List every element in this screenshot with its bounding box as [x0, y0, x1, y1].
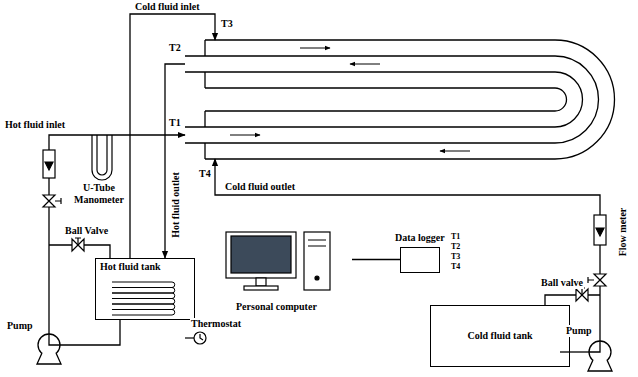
- hot-fluid-tank: Hot fluid tank: [95, 258, 195, 320]
- u-tube-manometer: [92, 135, 112, 180]
- ball-valve: [588, 277, 594, 283]
- flow-label: Cold fluid inlet: [134, 1, 200, 13]
- heat-exchanger: [185, 56, 599, 143]
- u-tube-manometer: [92, 135, 112, 180]
- heat-exchanger: [204, 40, 205, 159]
- ball-valve: [43, 195, 55, 207]
- pump-symbol: [49, 334, 60, 345]
- part-label: Thermostat: [190, 318, 242, 330]
- flow-arrow: [230, 135, 260, 136]
- computer-symbol: [304, 232, 330, 290]
- heat-exchanger: [205, 88, 567, 111]
- pump-symbol: [37, 353, 61, 364]
- sensor-label: T4: [198, 168, 212, 180]
- cold-fluid-tank: Cold fluid tank: [430, 305, 570, 367]
- pump-symbol: [588, 360, 612, 371]
- heater-coil: [112, 304, 175, 310]
- part-label: Pump: [565, 325, 593, 337]
- node-label: Cold fluid tank: [431, 328, 569, 344]
- sensor-label: T3: [220, 18, 234, 30]
- channel-label: T2: [450, 242, 461, 251]
- computer-symbol: [256, 278, 266, 286]
- part-label: Flow meter: [617, 207, 629, 258]
- part-label: U-Tube Manometer: [70, 182, 128, 205]
- flow-label: Hot fluid inlet: [4, 119, 66, 131]
- pipe: [215, 159, 600, 341]
- pipe: [560, 351, 589, 352]
- flow-meter: [596, 228, 604, 236]
- flow-arrow: [350, 64, 380, 65]
- flow-label: Hot fluid outlet: [170, 171, 182, 239]
- flow-meter: [594, 215, 606, 245]
- node-label: Data logger: [395, 232, 455, 244]
- pipe: [130, 14, 215, 258]
- heat-exchanger: [185, 72, 583, 127]
- pipe: [49, 135, 185, 334]
- heater-coil: [112, 288, 175, 294]
- thermostat-symbol: [185, 332, 206, 344]
- ball-valve: [75, 238, 81, 245]
- flow-arrow: [440, 151, 470, 152]
- node-label: Hot fluid tank: [96, 259, 194, 275]
- ball-valve: [43, 195, 606, 301]
- sensor-label: T1: [168, 117, 182, 129]
- heater-coil: [112, 282, 175, 315]
- node-label: Personal computer: [236, 301, 317, 313]
- flow-meter: [45, 162, 53, 170]
- personal-computer: Personal computer: [222, 228, 352, 312]
- part-label: Ball Valve: [64, 225, 109, 237]
- flow-arrow: [230, 48, 470, 151]
- pipe: [545, 295, 600, 305]
- sensor-label: T2: [168, 42, 182, 54]
- part-label: Ball valve: [540, 277, 584, 289]
- data-logger: Data logger: [395, 232, 455, 276]
- heater-coil: [112, 293, 175, 299]
- computer-symbol: [226, 232, 330, 290]
- heater-coil: [112, 310, 175, 316]
- ball-valve: [55, 198, 61, 204]
- heater-coil: [112, 299, 175, 305]
- flow-meter: [43, 150, 55, 178]
- channel-label: T3: [450, 252, 461, 261]
- computer-symbol: [231, 236, 291, 273]
- computer-symbol: [308, 240, 326, 246]
- ball-valve: [72, 239, 84, 251]
- channel-label: T1: [450, 232, 461, 241]
- data-logger-box: [400, 247, 440, 273]
- u-tube-manometer: [97, 135, 107, 175]
- part-label: Pump: [6, 320, 34, 332]
- ball-valve: [576, 289, 588, 301]
- ball-valve: [594, 274, 606, 286]
- heat-exchanger: [185, 40, 615, 159]
- computer-symbol: [226, 232, 296, 278]
- heat-exchanger: [205, 40, 615, 159]
- heater-coil: [112, 282, 175, 288]
- thermostat-symbol: [200, 334, 203, 340]
- thermostat-symbol: [185, 337, 194, 338]
- thermostat-symbol: [194, 332, 206, 344]
- computer-symbol: [244, 286, 278, 290]
- pipe: [49, 14, 600, 352]
- pump-symbol: [589, 341, 600, 352]
- channel-label: T4: [450, 262, 461, 271]
- cable: [352, 259, 400, 260]
- ball-valve: [579, 288, 585, 295]
- pump-symbol: [589, 341, 611, 363]
- pump-symbol: [38, 334, 60, 356]
- flow-meter: [43, 150, 606, 245]
- pipe: [60, 320, 120, 345]
- flow-arrow: [300, 48, 330, 49]
- computer-symbol: [315, 276, 319, 280]
- pipe: [165, 64, 185, 258]
- flow-label: Cold fluid outlet: [224, 181, 296, 193]
